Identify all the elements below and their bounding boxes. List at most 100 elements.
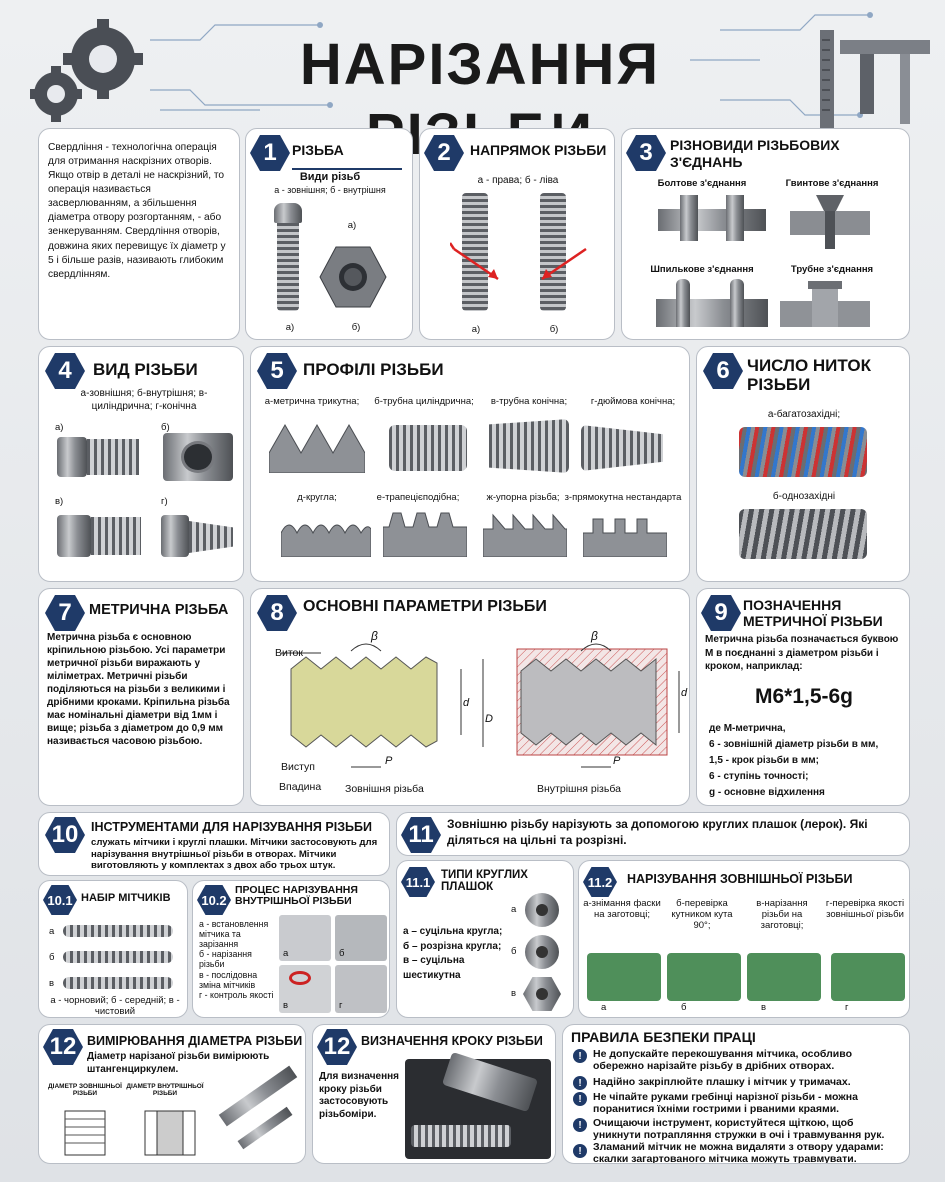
vise-g-image xyxy=(831,953,905,1001)
line-3: 1,5 - крок різьби в мм; xyxy=(709,755,819,766)
buttress-profile-image xyxy=(483,513,567,557)
rule-4: Очищаючи інструмент, користуйтеся щіткою… xyxy=(593,1117,885,1142)
section-title: РІЗНОВИДИ РІЗЬБОВИХ З'ЄДНАНЬ xyxy=(670,137,840,170)
section-5-profiles: 5 ПРОФІЛІ РІЗЬБИ а-метрична трикутна; б-… xyxy=(250,346,690,582)
diam-outer-label: ДІАМЕТР ЗОВНІШНЬОЇ РІЗЬБИ xyxy=(48,1083,122,1097)
body-text: Для визначення кроку різьби застосовують… xyxy=(319,1071,399,1120)
label-a: а xyxy=(49,926,55,937)
pipe-joint-image xyxy=(780,281,870,327)
label-inner: Внутрішня різьба xyxy=(537,783,621,795)
section-title: ПРОФІЛІ РІЗЬБИ xyxy=(303,360,444,379)
joint-label-bolt: Болтове з'єднання xyxy=(657,178,747,189)
label-a: а) xyxy=(55,422,64,433)
beta-outer: β xyxy=(371,629,378,643)
label-a: а xyxy=(511,904,517,915)
profile-d: д-кругла; xyxy=(297,492,337,503)
section-title: НАБІР МІТЧИКІВ xyxy=(81,892,171,904)
body-text: служать мітчики і круглі плашки. Мітчики… xyxy=(91,837,378,872)
label-v: в xyxy=(49,978,55,989)
profile-z: з-прямокутна нестандарта xyxy=(564,492,682,503)
p-inner: P xyxy=(613,755,621,767)
label-g: г xyxy=(339,1000,343,1011)
label-single: б-однозахідні xyxy=(772,491,836,502)
label-outer: Зовнішня різьба xyxy=(345,783,424,795)
stud-a xyxy=(676,279,690,327)
body-text: а - встановлення мітчика та зарізання б … xyxy=(199,919,274,1000)
section-4-thread-type: 4 ВИД РІЗЬБИ а-зовнішня; б-внутрішня; в-… xyxy=(38,346,244,582)
metric-profile-image xyxy=(269,423,365,473)
section-number: 4 xyxy=(45,353,85,389)
tap-roughing-image xyxy=(63,925,173,937)
label-b: б xyxy=(511,946,517,957)
section-number: 1 xyxy=(250,135,290,171)
intro-text: Свердління - технологічна операція для о… xyxy=(48,142,226,280)
label-b: б) xyxy=(549,324,559,335)
vise-a-image xyxy=(587,953,661,1001)
d-outer: d xyxy=(463,697,470,709)
section-10-tools: 10 ІНСТРУМЕНТАМИ ДЛЯ НАРІЗУВАННЯ РІЗЬБИ … xyxy=(38,812,390,876)
intro-text: Метрична різьба позначається буквою М в … xyxy=(705,634,899,672)
rule-1: Не допускайте перекошування мітчика, осо… xyxy=(593,1048,852,1073)
section-12-diameter: 12 ВИМІРЮВАННЯ ДІАМЕТРА РІЗЬБИ Діаметр н… xyxy=(38,1024,306,1164)
section-title: МЕТРИЧНА РІЗЬБА xyxy=(89,602,229,618)
label-g: г) xyxy=(161,496,168,507)
section-title: ВИМІРЮВАННЯ ДІАМЕТРА РІЗЬБИ xyxy=(87,1034,303,1048)
label-vystup: Виступ xyxy=(281,761,315,773)
multi-start-thread-image xyxy=(739,427,867,477)
direction-arrows-icon xyxy=(450,242,587,281)
profile-e: е-трапецієподібна; xyxy=(376,492,460,503)
section-9-designation: 9 ПОЗНАЧЕННЯ МЕТРИЧНОЇ РІЗЬБИ Метрична р… xyxy=(696,588,910,806)
section-title: ІНСТРУМЕНТАМИ ДЛЯ НАРІЗУВАННЯ РІЗЬБИ xyxy=(91,820,372,834)
section-number: 6 xyxy=(703,353,743,389)
label-b: б) xyxy=(351,322,361,333)
joint-label-screw: Гвинтове з'єднання xyxy=(785,178,879,189)
pipe-con-profile-image xyxy=(489,419,569,473)
section-number: 10.1 xyxy=(43,885,77,915)
label-vpadyna: Впадина xyxy=(279,781,322,793)
p-outer: P xyxy=(385,755,393,767)
thread-parameters-diagram xyxy=(281,643,680,768)
caliper-icon xyxy=(820,30,930,130)
screw-joint-image xyxy=(790,195,870,249)
section-title: ПРОЦЕС НАРІЗУВАННЯ ВНУТРІШНЬОЇ РІЗЬБИ xyxy=(235,884,358,908)
step-a: а-знімання фаски на заготовці; xyxy=(583,898,661,920)
caption: а - зовнішня; б - внутрішня xyxy=(274,185,386,195)
section-6-thread-count: 6 ЧИСЛО НИТОК РІЗЬБИ а-багатозахідні; б-… xyxy=(696,346,910,582)
circuit-lines xyxy=(150,12,873,118)
square-profile-image xyxy=(583,518,667,557)
caption: а - права; б - ліва xyxy=(477,175,559,186)
profile-g: г-дюймова конічна; xyxy=(590,396,676,407)
section-3-joints: 3 РІЗНОВИДИ РІЗЬБОВИХ З'ЄДНАНЬ Болтове з… xyxy=(621,128,910,340)
caption: а-зовнішня; б-внутрішня; в-циліндрична; … xyxy=(80,388,208,412)
bullet-icon: ! xyxy=(573,1049,587,1063)
section-title: НАПРЯМОК РІЗЬБИ xyxy=(470,142,607,158)
section-title: ВИЗНАЧЕННЯ КРОКУ РІЗЬБИ xyxy=(361,1034,543,1048)
section-8-parameters: 8 ОСНОВНІ ПАРАМЕТРИ РІЗЬБИ β β d D d Вит… xyxy=(250,588,690,806)
tap-intermediate-image xyxy=(63,951,173,963)
label-b: б xyxy=(681,1002,687,1013)
label-v: в xyxy=(761,1002,767,1013)
section-number: 3 xyxy=(626,135,666,171)
section-10-1-taps: 10.1 НАБІР МІТЧИКІВ а б в а - чорновий; … xyxy=(38,880,188,1018)
section-title: ВИД РІЗЬБИ xyxy=(93,360,198,379)
bolt-head xyxy=(274,203,302,223)
section-11-dies: 11 Зовнішню різьбу нарізують за допомого… xyxy=(396,812,910,856)
section-number: 12 xyxy=(317,1029,357,1065)
rule-3: Не чіпайте руками гребінці нарізної різь… xyxy=(593,1091,858,1116)
line-4: 6 - ступінь точності; xyxy=(709,771,809,782)
section-number: 5 xyxy=(257,353,297,389)
bolt-shank xyxy=(277,223,299,311)
tap-finishing-image xyxy=(63,977,173,989)
label-a: а) xyxy=(285,322,295,333)
profile-v: в-трубна конічна; xyxy=(490,396,568,407)
header-decoration xyxy=(0,0,945,125)
section-number: 11.2 xyxy=(583,867,617,897)
stud-b xyxy=(730,279,744,327)
bullet-icon: ! xyxy=(573,1076,587,1090)
step-b: б-перевірка кутником кута 90°; xyxy=(671,898,733,931)
section-10-2-process: 10.2 ПРОЦЕС НАРІЗУВАННЯ ВНУТРІШНЬОЇ РІЗЬ… xyxy=(192,880,390,1018)
rule-5: Зламаний мітчик не можна видаляти з отво… xyxy=(593,1141,884,1164)
joint-label-pipe: Трубне з'єднання xyxy=(790,264,874,275)
left-hand-screw xyxy=(540,193,566,311)
vise-b-image xyxy=(667,953,741,1001)
